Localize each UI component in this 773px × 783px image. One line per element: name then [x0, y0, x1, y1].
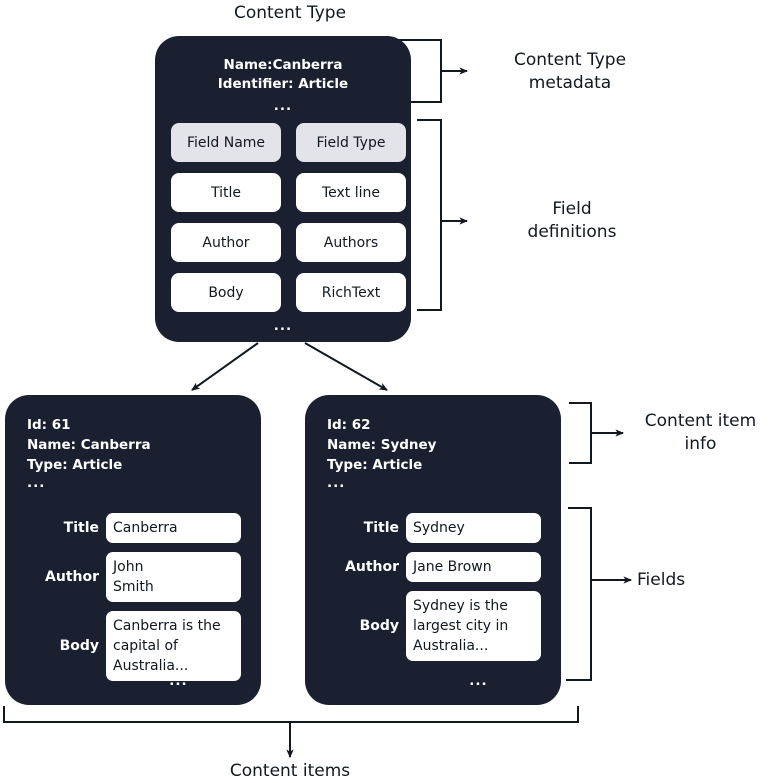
bracket-content-items [3, 706, 579, 759]
content-item-id: Id: 61 [27, 417, 71, 433]
page-title-content-type: Content Type [233, 3, 347, 23]
content-item-info-ellipsis: ... [327, 475, 346, 491]
annotation-fields: Fields [637, 570, 686, 590]
field-definitions-table: Field Name Field Type Title Text line Au… [171, 123, 406, 312]
field-type-cell: Authors [296, 223, 406, 262]
field-row: Author Jane Brown [323, 552, 541, 582]
field-label: Title [363, 520, 399, 536]
field-row: Title Canberra [23, 513, 241, 543]
content-type-name: Name:Canberra [223, 57, 343, 73]
field-value: Canberra is the capital of Australia... [106, 611, 241, 681]
field-row: Body Canberra is the capital of Australi… [23, 611, 241, 681]
content-item-card-61: Id: 61 Name: Canberra Type: Article ... … [5, 395, 261, 705]
field-label: Author [45, 569, 99, 585]
field-row: Body Sydney is the largest city in Austr… [323, 591, 541, 661]
field-name-cell: Body [171, 273, 281, 312]
field-value: Sydney is the largest city in Australia.… [406, 591, 541, 661]
field-name-header: Field Name [171, 123, 281, 162]
content-item-name: Name: Sydney [327, 437, 437, 453]
annotation-field-definitions: Field definitions [527, 199, 617, 242]
field-value: Sydney [406, 513, 541, 543]
content-item-fields-ellipsis: ... [169, 673, 188, 689]
annotation-content-item-info: Content item info [644, 411, 757, 454]
content-item-info-ellipsis: ... [27, 475, 46, 491]
field-type-header: Field Type [296, 123, 406, 162]
content-item-id: Id: 62 [327, 417, 371, 433]
annotation-content-type-metadata: Content Type metadata [513, 50, 627, 93]
field-value: Jane Brown [406, 552, 541, 582]
content-type-fields-ellipsis: ... [273, 318, 293, 334]
field-value: John Smith [106, 552, 241, 602]
page-title-content-items: Content items [229, 761, 351, 781]
content-type-card: Name:Canberra Identifier: Article ... Fi… [155, 36, 411, 342]
content-item-type: Type: Article [27, 457, 123, 473]
field-name-cell: Author [171, 223, 281, 262]
bracket-fields [566, 507, 633, 681]
field-label: Body [59, 638, 99, 654]
content-type-identifier: Identifier: Article [217, 76, 349, 92]
content-item-fields: Title Canberra Author John Smith Body Ca… [23, 513, 241, 681]
field-label: Body [359, 618, 399, 634]
field-type-cell: RichText [296, 273, 406, 312]
content-item-type: Type: Article [327, 457, 423, 473]
field-label: Title [63, 520, 99, 536]
bracket-content-item-info [569, 402, 625, 464]
arrow-content-type-to-items [191, 342, 388, 391]
content-item-fields: Title Sydney Author Jane Brown Body Sydn… [323, 513, 541, 661]
content-item-fields-ellipsis: ... [469, 673, 488, 689]
field-label: Author [345, 559, 399, 575]
content-item-name: Name: Canberra [27, 437, 151, 453]
field-type-cell: Text line [296, 173, 406, 212]
field-value: Canberra [106, 513, 241, 543]
field-row: Author John Smith [23, 552, 241, 602]
field-row: Title Sydney [323, 513, 541, 543]
field-name-cell: Title [171, 173, 281, 212]
bracket-field-definitions [417, 119, 469, 311]
content-type-metadata-ellipsis: ... [273, 98, 293, 114]
content-item-card-62: Id: 62 Name: Sydney Type: Article ... Ti… [305, 395, 561, 705]
